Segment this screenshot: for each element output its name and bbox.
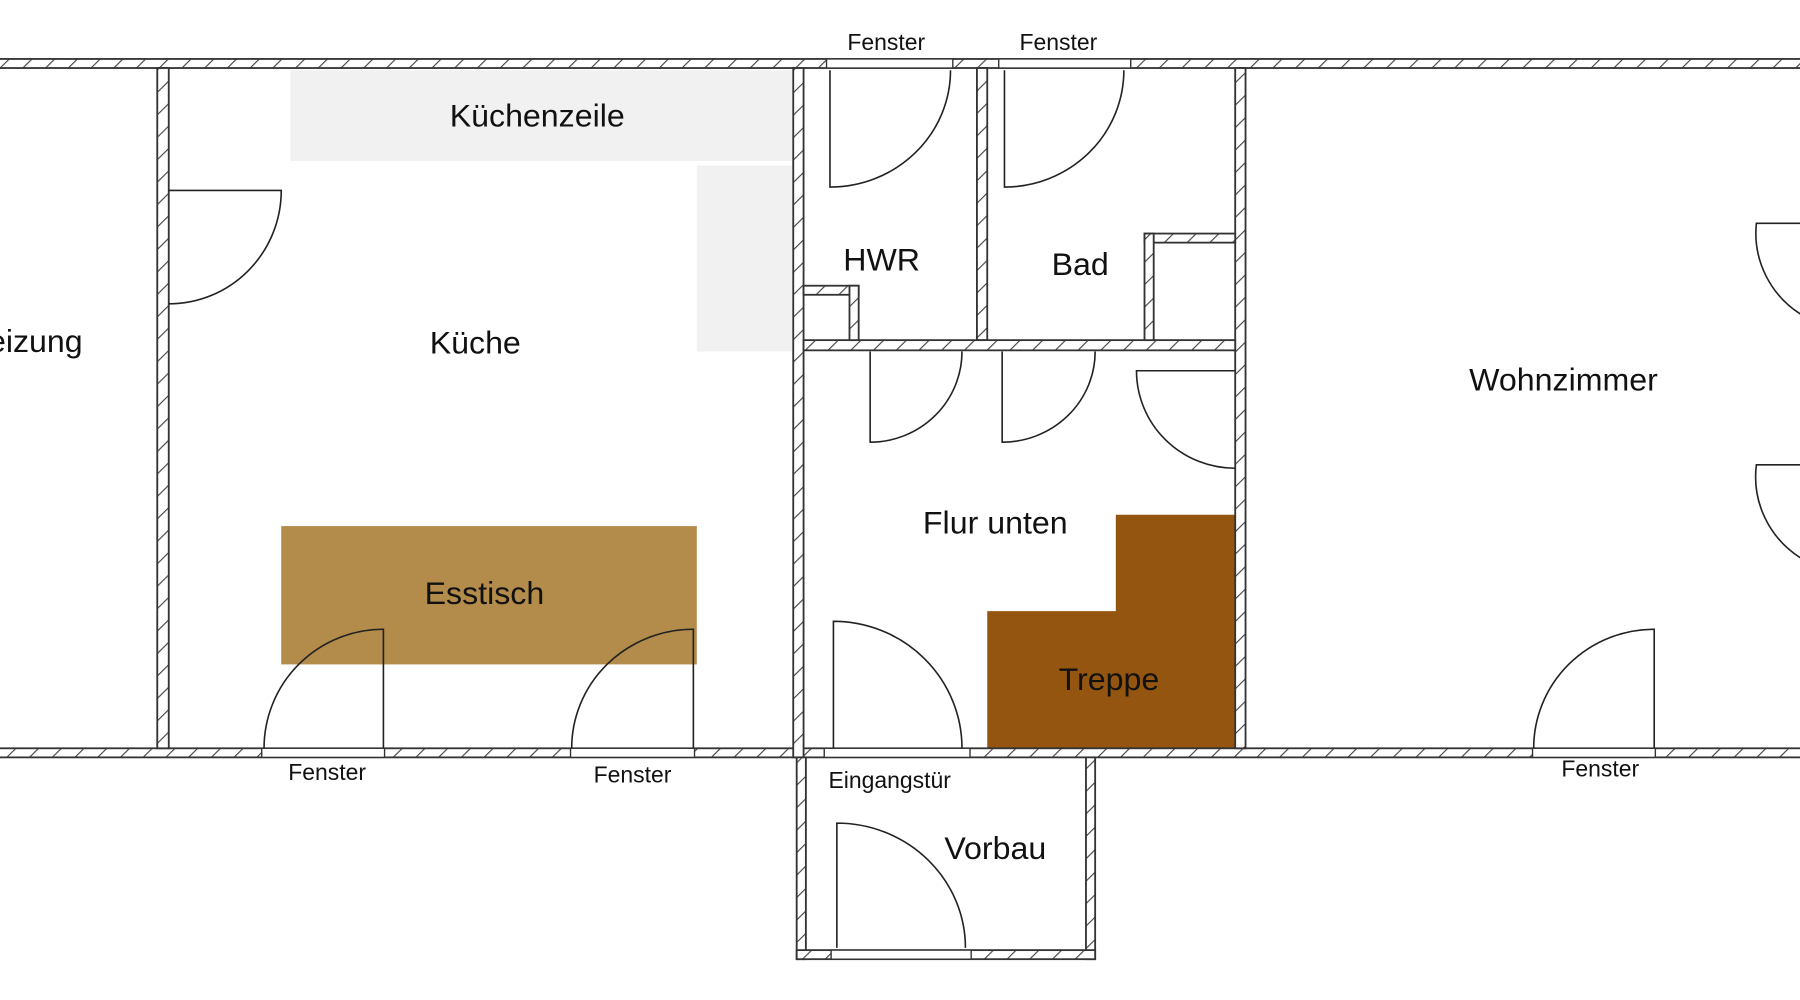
door-bad [1003,70,1125,188]
label-esstisch: Esstisch [425,575,545,611]
door-vorbau [836,822,967,948]
door-heizung [168,189,283,305]
window-label: Fenster [594,761,672,787]
room-label-heizung: Heizung [0,323,83,359]
label-treppe: Treppe [1059,661,1160,697]
room-label-kueche: Küche [430,325,521,361]
window-kueche-1 [263,628,385,749]
window-kueche-2 [570,628,695,749]
window-label: Fenster [288,759,366,785]
door-flur-1 [869,351,963,443]
door-hwr [829,70,952,188]
window-openings [261,58,1657,960]
room-label-vorbau: Vorbau [944,830,1046,866]
window-wohnzimmer-right-2 [1754,464,1800,559]
door-flur-2 [1001,351,1096,443]
door-swings [168,70,1800,948]
window-label: Fenster [1020,29,1098,55]
room-label-bad: Bad [1052,246,1109,282]
window-wohnzimmer [1532,628,1656,749]
window-label: Fenster [847,29,925,55]
door-flur-3 [1135,369,1236,470]
label-kuechenzeile: Küchenzeile [450,98,625,134]
walls [0,58,1800,961]
kitchen-counter [290,70,793,352]
room-label-flur: Flur unten [923,505,1068,541]
window-wohnzimmer-right-1 [1755,222,1800,315]
window-label: Fenster [1561,756,1639,782]
dining-table [281,526,697,665]
door-flur-4 [832,620,963,749]
entrance-label: Eingangstür [828,767,951,793]
room-label-hwr: HWR [843,242,920,278]
staircase [987,514,1236,749]
room-label-wohnzimmer: Wohnzimmer [1469,362,1658,398]
